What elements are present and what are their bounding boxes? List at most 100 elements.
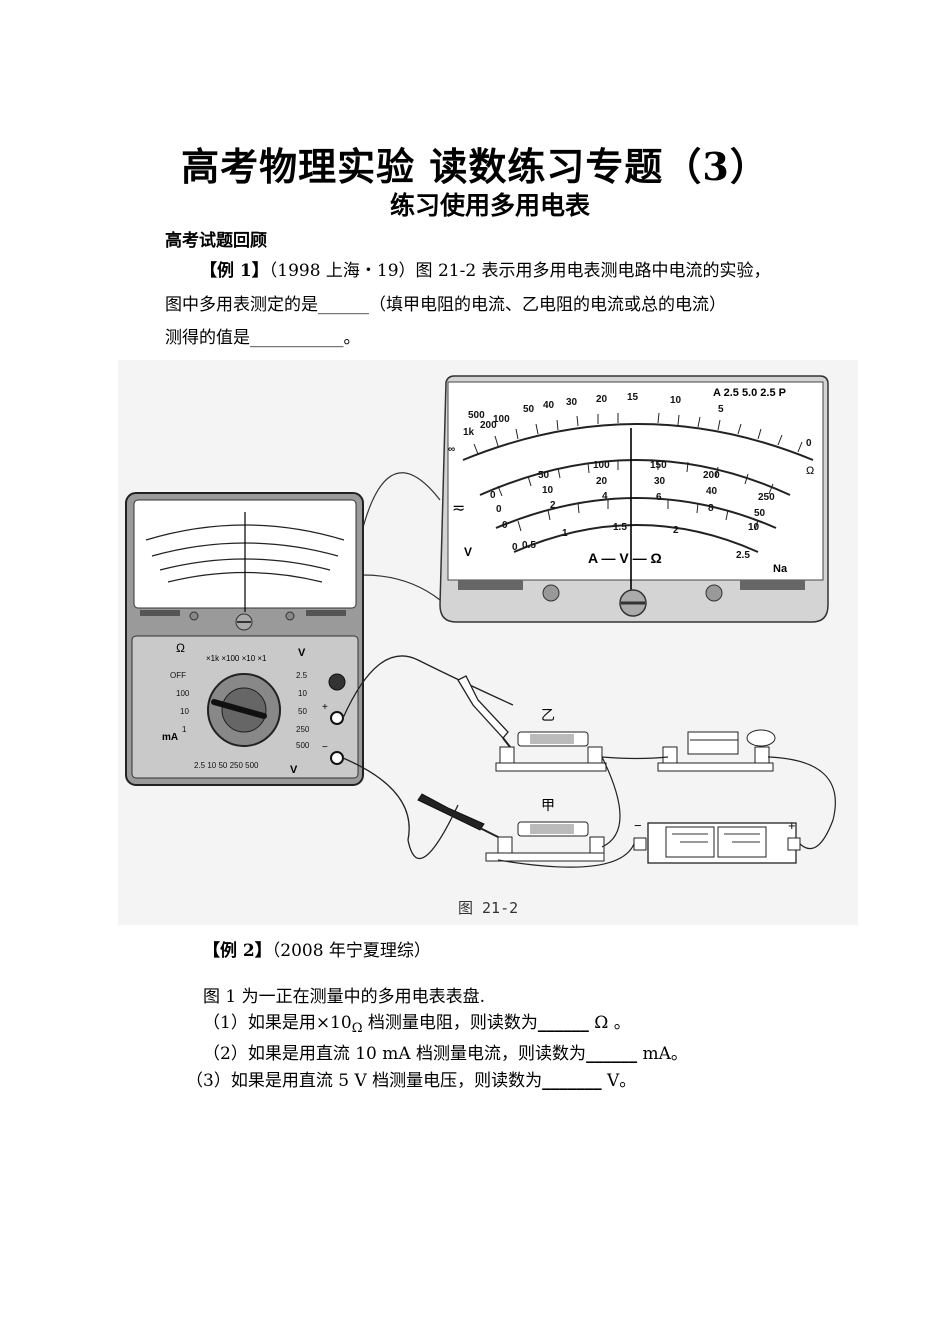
dc-tick-label: 250 [758,492,775,503]
page-subtitle: 练习使用多用电表 [390,191,591,220]
selector-tick: 2.5 [296,671,308,680]
selector-tick: OFF [170,671,186,680]
dc-tick-label: 150 [650,460,667,471]
figure-caption: 图 21-2 [458,899,518,917]
dc-tick-label: 0 [496,504,502,515]
dc-tick-label: 20 [596,476,608,487]
answer-unit: mA。 [637,1044,688,1064]
answer-blank: ______ [586,1044,638,1064]
selector-ma-label: mA [162,732,178,743]
ohm-tick-label: 100 [493,414,510,425]
ac-mark: V [464,545,472,559]
ohm-tick-label: 50 [523,404,535,415]
dc-tick-label: 40 [706,486,718,497]
example1-line1: 【例 1】（1998 上海・19）图 21-2 表示用多用电表测电路中电流的实验… [200,254,771,288]
ohm-tick-label: 30 [566,397,578,408]
selector-tick: 250 [296,725,310,734]
minus-label: − [322,742,328,753]
ac-tick-label: 2.5 [736,550,750,561]
ohm-tick-label: 1k [463,427,475,438]
selector-ohm-ranges: ×1k ×100 ×10 ×1 [206,654,267,663]
selector-tick: 50 [298,707,307,716]
example1-source: （1998 上海・19）图 21-2 表示用多用电表测电路中电流的实验， [268,261,771,281]
example1-period: 。 [343,328,361,348]
selector-tick: 1 [182,725,187,734]
example1-text: 图中多用表测定的是 [165,295,318,315]
ac-tick-label: 2 [673,525,679,536]
answer-blank: _______ [542,1071,602,1091]
battery: − + [633,818,801,864]
multimeter-body: Ω ×1k ×100 ×10 ×1 V OFF 100 10 1 2.5 10 … [125,492,364,786]
dc-tick-label: 100 [593,460,610,471]
answer-unit: V。 [601,1071,637,1091]
meter-class-label: A 2.5 5.0 2.5 P [713,387,786,399]
example1-line2: 图中多用表测定的是______（填甲电阻的电流、乙电阻的电流或总的电流） [165,288,726,322]
question-text: 档测量电阻，则读数为 [362,1013,538,1033]
ohm-tick-label: 10 [670,395,682,406]
ohm-tick-label: 15 [627,392,639,403]
section-heading: 高考试题回顾 [165,231,267,251]
ohm-mark: Ω [806,465,814,477]
meter-brand: Na [773,563,788,575]
resistor-yi: 乙 [495,708,607,772]
ohm-tick-label: 5 [718,404,724,415]
example2-question-1: （1）如果是用×10Ω 档测量电阻，则读数为______ Ω 。 [203,1006,631,1046]
example1-tag: 【例 1】 [200,261,269,281]
ohm-tick-label: 20 [596,394,608,405]
dc-tick-label: 6 [656,492,662,503]
meter-unit-label: A — V — Ω [588,550,662,566]
question-text: （1）如果是用×10 [203,1013,352,1033]
dc-tick-label: 50 [754,508,766,519]
resistor-yi-label: 乙 [541,708,555,724]
example2-tag: 【例 2】 [203,941,272,961]
answer-blank: ______ [318,295,369,315]
dc-mark: ≂ [452,500,465,517]
ohm-tick-label: ∞ [448,444,455,455]
page-title: 高考物理实验 读数练习专题（3） [181,144,769,189]
ohm-tick-label: 0 [806,438,812,449]
example2-question-2: （2）如果是用直流 10 mA 档测量电流，则读数为______ mA。 [203,1037,688,1071]
selector-v-label: V [298,647,306,659]
example2-question-3: （3）如果是用直流 5 V 档测量电压，则读数为_______ V。 [186,1064,636,1098]
selector-tick: 100 [176,689,190,698]
dc-tick-label: 10 [748,522,760,533]
figure-21-2: ∞ 1k 500 200 100 50 40 30 20 15 10 5 0 0… [118,360,858,925]
dc-tick-label: 0 [502,520,508,531]
dc-tick-label: 30 [654,476,666,487]
selector-tick: 10 [298,689,307,698]
example1-hint: （填甲电阻的电流、乙电阻的电流或总的电流） [369,295,726,315]
question-text: （3）如果是用直流 5 V 档测量电压，则读数为 [186,1071,543,1091]
example2-source: （2008 年宁夏理综） [271,941,431,961]
answer-blank: ______ [537,1013,589,1033]
selector-v-bottom: V [290,764,298,776]
ac-tick-label: 1.5 [613,522,627,533]
example2-line1: 【例 2】（2008 年宁夏理综） [203,934,431,968]
dc-tick-label: 10 [542,485,554,496]
selector-tick: 10 [180,707,189,716]
omega-symbol: Ω [351,1021,363,1036]
selector-tick: 500 [296,741,310,750]
battery-minus: − [634,818,642,833]
dc-tick-label: 50 [538,470,550,481]
minus-jack[interactable] [330,751,344,765]
question-text: （2）如果是用直流 10 mA 档测量电流，则读数为 [203,1044,587,1064]
ac-tick-label: 0 [512,542,518,553]
resistor-jia-label: 甲 [541,798,555,814]
selector-bottom-ticks: 2.5 10 50 250 500 [194,761,259,770]
switch [657,729,776,772]
dc-tick-label: 2 [550,500,556,511]
plus-jack[interactable] [330,711,344,725]
example2-intro: 图 1 为一正在测量中的多用电表表盘. [203,987,486,1007]
answer-unit: Ω 。 [588,1013,631,1033]
ac-tick-label: 1 [562,528,568,539]
battery-plus: + [788,818,796,833]
selector-ohm-label: Ω [176,641,185,655]
ohm-adjust-knob[interactable] [328,673,346,691]
ohm-tick-label: 500 [468,410,485,421]
dc-tick-label: 4 [602,491,608,502]
meter-face-zoomed: ∞ 1k 500 200 100 50 40 30 20 15 10 5 0 0… [439,375,829,623]
ohm-tick-label: 40 [543,400,555,411]
example1-line3: 测得的值是___________。 [165,321,361,355]
dc-tick-label: 0 [490,490,496,501]
ac-tick-label: 0.5 [522,540,536,551]
